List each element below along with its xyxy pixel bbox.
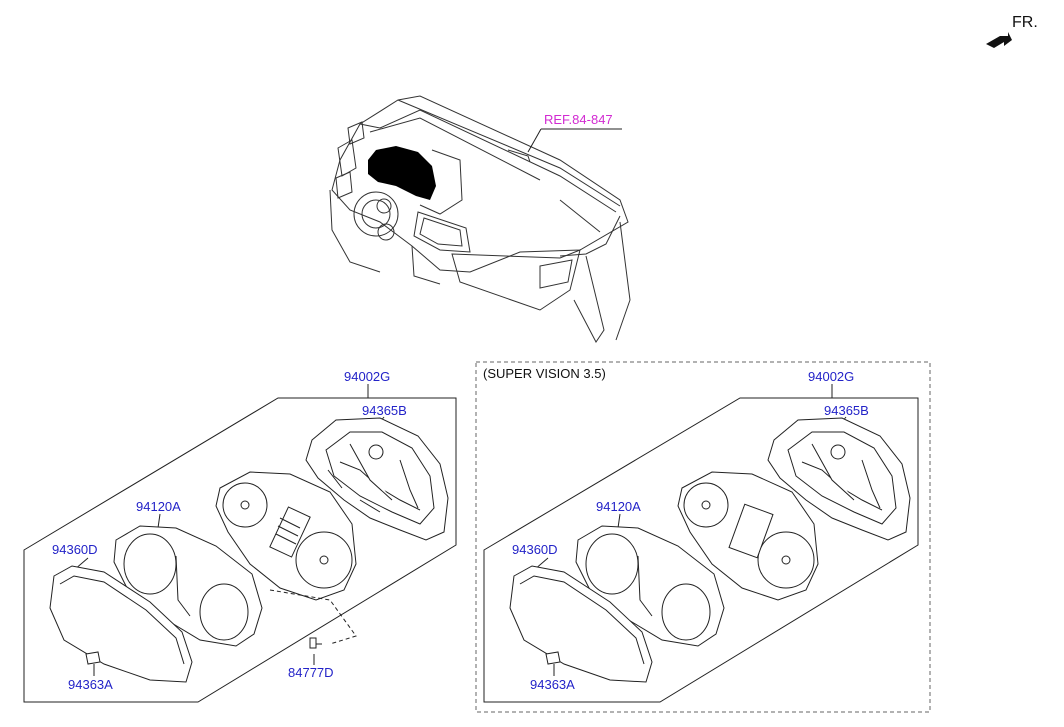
standard-cluster-case <box>305 417 449 541</box>
dashboard-ref-label[interactable]: REF.84-847 <box>544 112 613 127</box>
standard-cluster-lens <box>49 565 193 683</box>
standard-case-label[interactable]: 94365B <box>362 403 407 418</box>
ref-leader-line-2 <box>527 128 542 153</box>
super-vision-title: (SUPER VISION 3.5) <box>483 366 606 381</box>
super-vision-cluster-facia <box>575 525 725 647</box>
standard-cluster-facia <box>113 525 263 647</box>
super-vision-cluster-clip <box>545 651 561 665</box>
super-vision-cluster-dial-plate <box>677 471 819 601</box>
super-vision-case-label[interactable]: 94365B <box>824 403 869 418</box>
super-vision-cluster-case <box>767 417 911 541</box>
super-vision-assembly-label[interactable]: 94002G <box>808 369 855 384</box>
standard-cluster-clip <box>85 651 101 665</box>
super-vision-plate-label[interactable]: 94120A <box>596 499 641 514</box>
standard-assembly-label[interactable]: 94002G <box>344 369 391 384</box>
super-vision-clip-label[interactable]: 94363A <box>530 677 575 692</box>
standard-cluster-screw <box>269 589 357 649</box>
front-direction-label: FR. <box>1012 14 1038 31</box>
super-vision-assembly-frame <box>483 397 919 703</box>
front-arrow-icon <box>986 32 1012 48</box>
super-vision-lens-label[interactable]: 94360D <box>512 542 558 557</box>
standard-screw-label[interactable]: 84777D <box>288 665 334 680</box>
highlighted-cluster-location <box>368 146 436 200</box>
standard-cluster-dial-plate <box>215 471 357 601</box>
standard-assembly-frame <box>23 397 457 703</box>
standard-lens-label[interactable]: 94360D <box>52 542 98 557</box>
dashboard-illustration <box>329 95 631 343</box>
standard-plate-label[interactable]: 94120A <box>136 499 181 514</box>
super-vision-cluster-lens <box>509 565 653 683</box>
standard-clip-label[interactable]: 94363A <box>68 677 113 692</box>
super-vision-dashed-box <box>475 361 931 713</box>
